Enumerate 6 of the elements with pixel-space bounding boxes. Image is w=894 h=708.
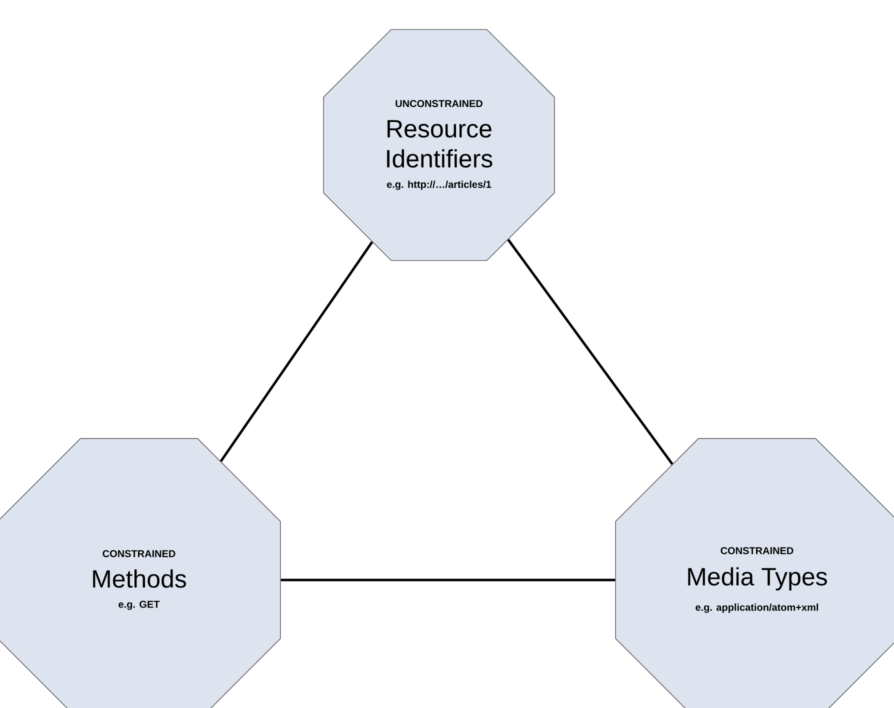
connector-line: [220, 241, 374, 462]
connector-line: [507, 238, 674, 465]
octagon-node: CONSTRAINED Media Types e.g. application/atom+xml: [615, 438, 894, 708]
octagon-node: CONSTRAINED Methods e.g. GET: [0, 438, 281, 708]
octagon-node: UNCONSTRAINED Resource Identifiers e.g. http://…/articles/1: [323, 29, 555, 261]
connector-line: [280, 578, 616, 582]
